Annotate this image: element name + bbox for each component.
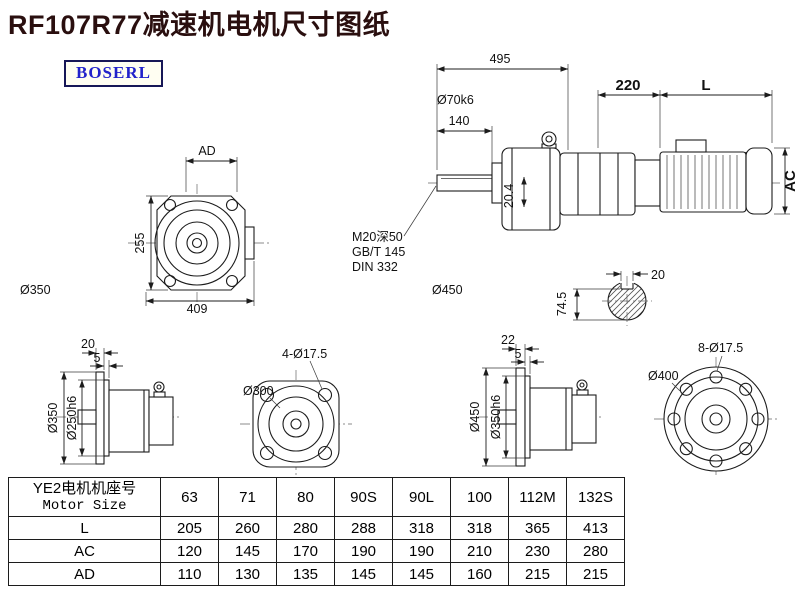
table-cell: 145: [334, 562, 393, 586]
table-cell: 215: [508, 562, 567, 586]
dim-key-height: 20.4: [502, 184, 516, 208]
table-cell: 145: [218, 539, 277, 563]
dim-case-dia-350: Ø350: [20, 283, 51, 297]
flange-small-side-view: 20 5 Ø350 Ø250h6: [46, 337, 182, 465]
table-cell: 260: [218, 516, 277, 540]
size-col: 90S: [334, 477, 393, 517]
table-cell: 318: [450, 516, 509, 540]
table-cell: 130: [218, 562, 277, 586]
dim-bolt-circle-300: Ø300: [243, 384, 274, 398]
boserl-logo-text: BOSERL: [76, 63, 151, 82]
dim-spigot-depth-5: 5: [94, 351, 101, 365]
table-cell: 145: [392, 562, 451, 586]
flange-large-front-view: Ø400 8-Ø17.5: [648, 341, 780, 475]
motor-size-header-en: Motor Size: [42, 498, 127, 514]
gearbox-front-view: AD 255 409 Ø350: [20, 144, 270, 316]
table-cell: 205: [160, 516, 219, 540]
table-cell: 413: [566, 516, 625, 540]
dim-holes-4x17-5: 4-Ø17.5: [282, 347, 327, 361]
dim-flange-dia-350: Ø350: [46, 403, 60, 434]
boserl-logo: BOSERL: [64, 60, 163, 87]
table-cell: 280: [276, 516, 335, 540]
table-cell: 190: [392, 539, 451, 563]
table-cell: 190: [334, 539, 393, 563]
note-gbt145: GB/T 145: [352, 245, 405, 259]
dim-flange-dia-450: Ø450: [468, 402, 482, 433]
dim-key-width: 20: [651, 268, 665, 282]
motor-size-header: YE2电机机座号 Motor Size: [8, 477, 161, 517]
table-cell: 365: [508, 516, 567, 540]
table-cell: 170: [276, 539, 335, 563]
table-cell: 318: [392, 516, 451, 540]
size-col: 100: [450, 477, 509, 517]
dim-flange-thickness-22: 22: [501, 333, 515, 347]
motor-dimension-table: YE2电机机座号 Motor Size 63 71 80 90S 90L 100…: [8, 477, 625, 586]
table-cell: 280: [566, 539, 625, 563]
table-cell: 288: [334, 516, 393, 540]
table-cell: 135: [276, 562, 335, 586]
dim-shaft-dia-70k6: Ø70k6: [437, 93, 474, 107]
table-cell: 215: [566, 562, 625, 586]
note-m20: M20深50: [352, 230, 403, 244]
row-label: L: [8, 516, 161, 540]
table-row-AC: AC 120 145 170 190 190 210 230 280: [8, 539, 625, 563]
size-col: 80: [276, 477, 335, 517]
table-cell: 210: [450, 539, 509, 563]
dim-width-409: 409: [187, 302, 208, 316]
page-title: RF107R77减速机电机尺寸图纸: [8, 10, 391, 40]
dim-motor-length-L: L: [701, 77, 710, 94]
dim-height-255: 255: [133, 233, 147, 254]
gearmotor-side-view: 495 220 L 140 Ø70k6: [352, 52, 799, 326]
note-din332: DIN 332: [352, 260, 398, 274]
row-label: AC: [8, 539, 161, 563]
dim-flange-thickness-20: 20: [81, 337, 95, 351]
dim-motor-width-AC: AC: [782, 170, 799, 192]
dim-bolt-circle-400: Ø400: [648, 369, 679, 383]
flange-small-front-view: Ø300 4-Ø17.5: [240, 347, 352, 476]
dim-shaft-length-140: 140: [449, 114, 470, 128]
dim-spigot-dia-350h6: Ø350h6: [489, 395, 503, 440]
table-cell: 110: [160, 562, 219, 586]
dim-ad: AD: [198, 144, 215, 158]
size-col: 132S: [566, 477, 625, 517]
size-col: 90L: [392, 477, 451, 517]
table-row-L: L 205 260 280 288 318 318 365 413: [8, 516, 625, 540]
technical-drawing: AD 255 409 Ø350 495 220 L 140 Ø70k6: [20, 52, 799, 476]
table-cell: 120: [160, 539, 219, 563]
dim-spigot-depth-5b: 5: [515, 347, 522, 361]
table-cell: 230: [508, 539, 567, 563]
size-col: 63: [160, 477, 219, 517]
dim-case-dia-450: Ø450: [432, 283, 463, 297]
dim-220: 220: [615, 77, 640, 94]
size-col: 71: [218, 477, 277, 517]
motor-size-header-cn: YE2电机机座号: [32, 480, 137, 497]
dim-total-length-495: 495: [490, 52, 511, 66]
size-col: 112M: [508, 477, 567, 517]
table-header-row: YE2电机机座号 Motor Size 63 71 80 90S 90L 100…: [8, 477, 625, 517]
table-row-AD: AD 110 130 135 145 145 160 215 215: [8, 562, 625, 586]
flange-large-side-view: 22 5 Ø450 Ø350h6: [468, 333, 604, 467]
row-label: AD: [8, 562, 161, 586]
table-cell: 160: [450, 562, 509, 586]
dim-key-flat: 74.5: [555, 292, 569, 316]
dim-spigot-dia-250h6: Ø250h6: [65, 396, 79, 441]
dim-holes-8x17-5: 8-Ø17.5: [698, 341, 743, 355]
